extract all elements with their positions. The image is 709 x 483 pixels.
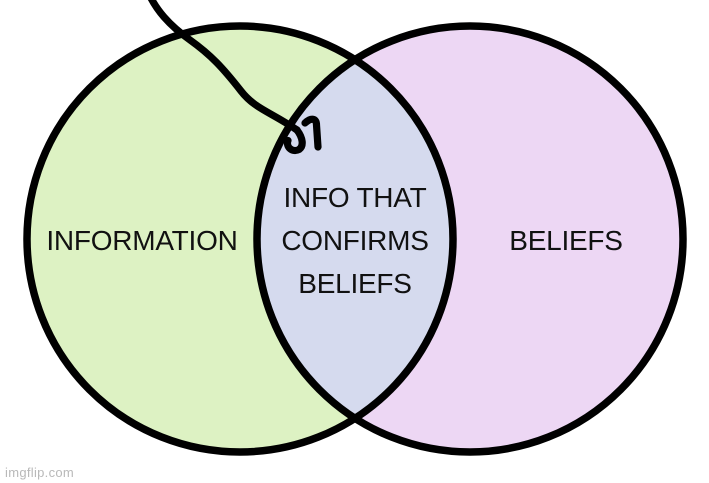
information-circle-outline bbox=[23, 22, 457, 456]
overlap-label-line-2: CONFIRMS bbox=[281, 225, 428, 256]
overlap-lens-fill bbox=[256, 59, 454, 419]
overlap-label-line-3: BELIEFS bbox=[298, 268, 411, 299]
left-circle-label: INFORMATION bbox=[46, 225, 237, 256]
arrow-shaft bbox=[147, 0, 301, 134]
arrow-head-curl bbox=[283, 126, 306, 155]
arrow-head-flick bbox=[301, 115, 322, 151]
beliefs-circle-outline bbox=[253, 22, 687, 456]
circle-outlines bbox=[23, 22, 687, 456]
overlap-label-line-1: INFO THAT bbox=[284, 182, 427, 213]
imgflip-watermark: imgflip.com bbox=[5, 465, 74, 480]
right-circle-label: BELIEFS bbox=[509, 225, 622, 256]
hand-drawn-arrow bbox=[147, 0, 322, 155]
